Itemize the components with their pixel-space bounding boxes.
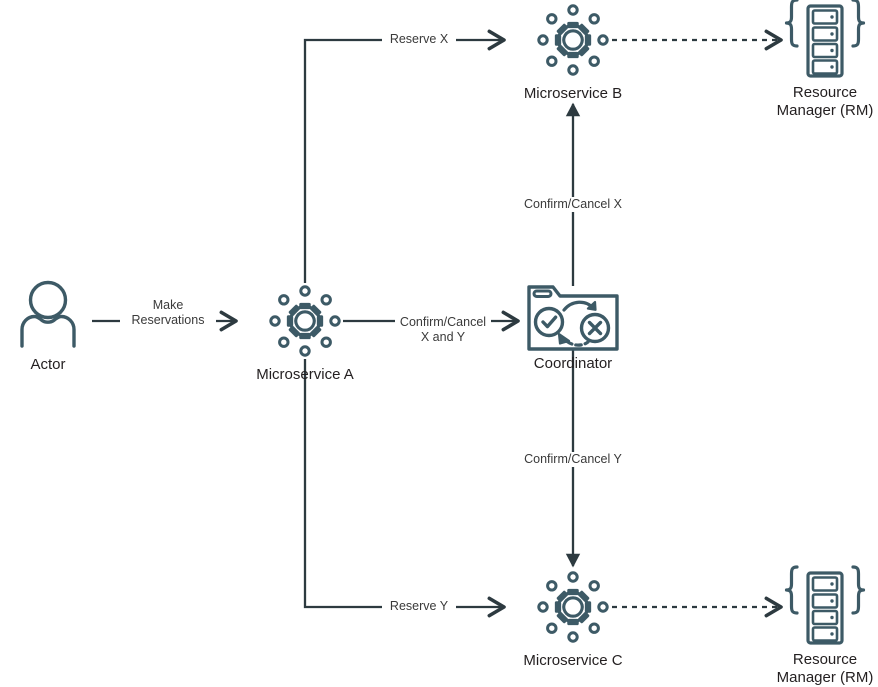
gear-network-icon-c [537,571,609,643]
person-icon [20,280,76,348]
edge-reserve-y [303,359,504,607]
edge-label-make-reservations: Make Reservations [120,298,216,328]
edge-label-confirm-cancel-x: Confirm/Cancel X [512,197,634,212]
server-rack-braces-icon-bottom [784,565,866,645]
gear-network-icon-b [537,4,609,76]
edge-label-confirm-cancel-x-and-y: Confirm/Cancel X and Y [395,315,491,345]
edge-reserve-x [303,40,504,283]
edge-label-reserve-x: Reserve X [382,32,456,47]
server-rack-braces-icon-top [784,0,866,78]
gear-network-icon-a [269,285,341,357]
edge-label-reserve-y: Reserve Y [382,599,456,614]
edge-label-confirm-cancel-y: Confirm/Cancel Y [512,452,634,467]
folder-confirm-cancel-icon [527,285,619,351]
